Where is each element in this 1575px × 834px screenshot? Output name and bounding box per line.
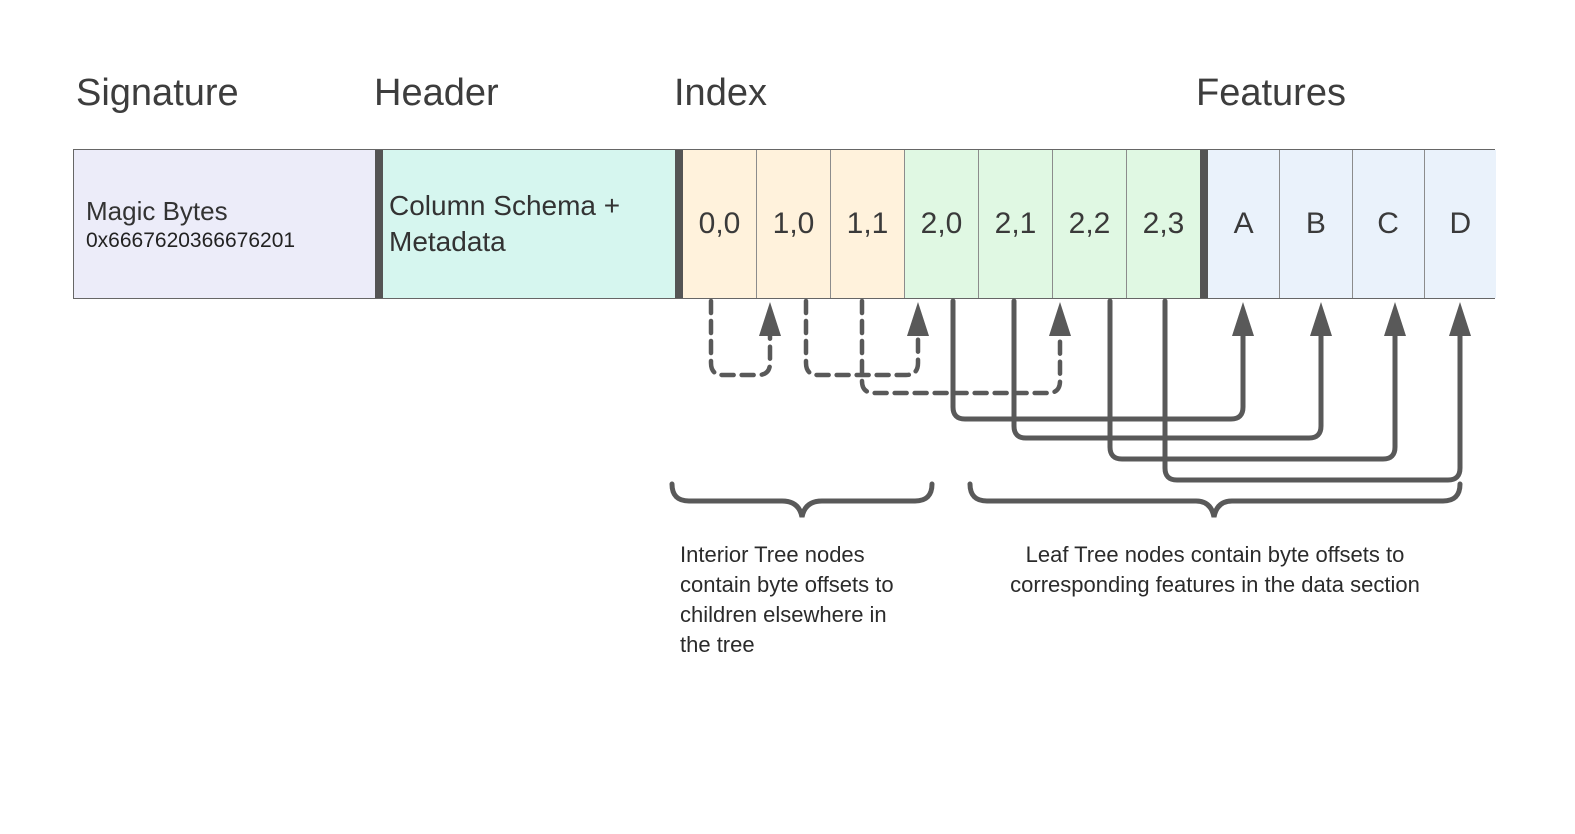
arrowhead-10-icon: [759, 302, 781, 336]
arrowhead-22-icon: [1049, 302, 1071, 336]
arrowhead-d-icon: [1449, 302, 1471, 336]
magic-bytes-title: Magic Bytes: [86, 195, 228, 226]
arrowhead-a-icon: [1232, 302, 1254, 336]
header-block: Column Schema + Metadata: [383, 150, 675, 298]
index-block: 0,0 1,0 1,1 2,0 2,1 2,2 2,3: [683, 150, 1200, 298]
interior-note-line: the tree: [680, 632, 755, 657]
features-section-label: Features: [1196, 72, 1346, 114]
byte-layout-bar: Magic Bytes 0x6667620366676201 Column Sc…: [73, 149, 1496, 299]
magic-bytes-hex: 0x6667620366676201: [86, 228, 296, 252]
index-node-1-1: 1,1: [830, 150, 904, 298]
leaf-brace-icon: [967, 481, 1463, 518]
feature-cell-a: A: [1208, 150, 1280, 298]
signature-section-label: Signature: [76, 72, 239, 114]
header-section-label: Header: [374, 72, 499, 114]
interior-nodes-note: Interior Tree nodes contain byte offsets…: [680, 540, 894, 660]
leaf-nodes-note: Leaf Tree nodes contain byte offsets to …: [975, 540, 1455, 600]
interior-note-line: children elsewhere in: [680, 602, 887, 627]
separator-header-index: [675, 150, 683, 298]
index-node-2-3: 2,3: [1126, 150, 1200, 298]
solid-arrow-20-to-a-icon: [950, 298, 1246, 422]
separator-signature-header: [375, 150, 383, 298]
feature-cell-b: B: [1279, 150, 1352, 298]
feature-cell-c: C: [1351, 150, 1424, 298]
dashed-arrow-10-to-20-icon: [803, 298, 921, 378]
interior-brace-icon: [669, 481, 935, 518]
solid-arrow-23-to-d-icon: [1162, 298, 1463, 483]
solid-arrow-21-to-b-icon: [1011, 298, 1324, 441]
interior-note-line: Interior Tree nodes: [680, 542, 865, 567]
features-block: A B C D: [1208, 150, 1496, 298]
separator-index-features: [1200, 150, 1208, 298]
index-node-0-0: 0,0: [683, 150, 756, 298]
arrowhead-b-icon: [1310, 302, 1332, 336]
dashed-arrow-11-to-22-icon: [859, 298, 1063, 396]
feature-cell-d: D: [1423, 150, 1496, 298]
arrowhead-20-icon: [907, 302, 929, 336]
index-section-label: Index: [674, 72, 767, 114]
dashed-arrow-00-to-10-icon: [708, 298, 773, 378]
arrowhead-c-icon: [1384, 302, 1406, 336]
leaf-note-line: Leaf Tree nodes contain byte offsets to: [1025, 542, 1405, 567]
index-node-1-0: 1,0: [756, 150, 830, 298]
index-node-2-1: 2,1: [978, 150, 1052, 298]
interior-note-line: contain byte offsets to: [680, 572, 894, 597]
index-node-2-2: 2,2: [1052, 150, 1126, 298]
index-node-2-0: 2,0: [904, 150, 978, 298]
leaf-note-line: corresponding features in the data secti…: [1010, 572, 1420, 597]
solid-arrow-22-to-c-icon: [1107, 298, 1398, 462]
signature-block: Magic Bytes 0x6667620366676201: [74, 150, 375, 298]
